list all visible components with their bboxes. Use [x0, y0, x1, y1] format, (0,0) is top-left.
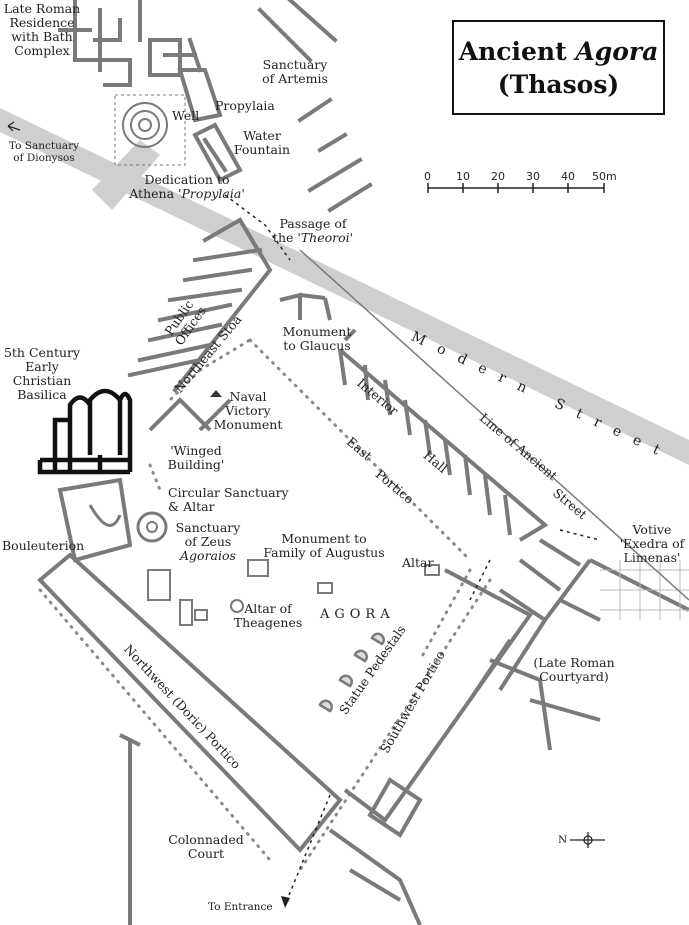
label-bouleuterion: Bouleuterion	[2, 538, 85, 553]
colonnades	[38, 338, 492, 872]
title-line-1: Ancient Agora	[458, 36, 659, 66]
east-portico-cells	[279, 292, 549, 542]
scale-label-30: 30	[526, 170, 540, 183]
entrance-arrow	[284, 794, 331, 906]
scale-label-0: 0	[424, 170, 431, 183]
bouleuterion-arc	[88, 504, 122, 527]
passage-dashed-lines	[224, 194, 601, 601]
label-well: Well	[172, 108, 200, 123]
street-spur	[92, 140, 160, 210]
map-title: Ancient Agora (Thasos)	[452, 20, 665, 115]
label-circular-sanctuary: Circular Sanctuary& Altar	[168, 485, 289, 514]
basilica-walls	[37, 388, 133, 475]
scale-label-50m: 50m	[592, 170, 617, 183]
building-walls	[58, 0, 373, 393]
naval-victory-monument	[210, 390, 222, 397]
modern-street	[0, 108, 689, 465]
label-to-entrance: To Entrance	[208, 901, 273, 913]
title-line-2: (Thasos)	[497, 69, 620, 99]
ancient-street-line	[299, 249, 689, 601]
altar-of-theagenes	[230, 599, 244, 613]
scale-label-20: 20	[491, 170, 505, 183]
circular-sanctuary	[136, 511, 168, 543]
southwest-buildings	[328, 538, 689, 925]
north-arrow-icon	[570, 832, 605, 848]
pedestals	[147, 559, 440, 626]
label-altar: Altar	[402, 555, 434, 570]
votive-exedra	[600, 560, 689, 620]
scale-bar	[427, 183, 605, 193]
agora-enclosure	[37, 397, 533, 925]
entrance-arrowhead	[281, 896, 290, 908]
statue-pedestals	[318, 632, 385, 713]
label-north: N	[558, 834, 568, 846]
well	[114, 94, 186, 166]
scale-label-10: 10	[456, 170, 470, 183]
dionysos-arrow	[7, 121, 21, 132]
scale-label-40: 40	[561, 170, 575, 183]
label-propylaia: Propylaia	[215, 98, 275, 113]
label-agora: AGORA	[320, 607, 395, 622]
